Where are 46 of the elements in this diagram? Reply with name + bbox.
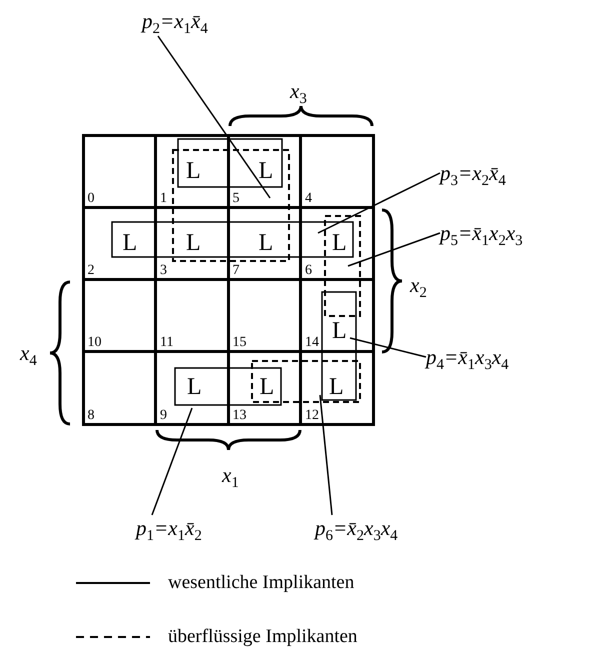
cell-value: L — [329, 375, 344, 400]
implicant-label: p$_{2}$=x$_{1}$x̄$_{4}$ — [142, 8, 208, 42]
cell-index: 11 — [160, 335, 174, 350]
cell-index: 3 — [160, 263, 167, 278]
cell-index: 2 — [88, 263, 94, 278]
cell-value: L — [260, 375, 274, 400]
variable-label: x$_{3}$ — [290, 78, 307, 110]
legend-text: überflüssige Implikanten — [168, 626, 358, 648]
cell-index: 15 — [232, 335, 246, 350]
cell-value: L — [332, 230, 347, 255]
variable-label: x$_{2}$ — [410, 272, 427, 304]
map-cell — [299, 134, 374, 209]
cell-value: L — [122, 230, 138, 255]
cell-index: 7 — [232, 263, 240, 278]
variable-label: x$_{1}$ — [222, 462, 239, 494]
cell-index: 5 — [232, 190, 240, 206]
implicant-label: p$_{3}$=x$_{2}$x̄$_{4}$ — [440, 160, 506, 194]
implicant-label: p$_{5}$=x̄$_{1}$x$_{2}$x$_{3}$ — [440, 220, 523, 254]
cell-index: 8 — [88, 408, 94, 422]
cell-index: 12 — [305, 408, 319, 422]
leader-line — [151, 408, 193, 516]
cell-index: 4 — [305, 190, 312, 206]
leader-line — [350, 337, 426, 358]
map-cell — [299, 350, 374, 426]
cell-value: L — [258, 158, 274, 182]
map-cell — [82, 350, 157, 426]
variable-label: x$_{4}$ — [20, 340, 37, 372]
leader-line — [348, 232, 440, 267]
cell-value: L — [258, 230, 274, 255]
leader-line — [319, 394, 333, 516]
cell-value: L — [187, 375, 202, 400]
cell-index: 1 — [160, 190, 167, 206]
cell-value: L — [186, 158, 201, 182]
implicant-label: p$_{6}$=x̄$_{2}$x$_{3}$x$_{4}$ — [315, 515, 398, 550]
legend-text: wesentliche Implikanten — [168, 572, 354, 594]
cell-index: 14 — [305, 335, 319, 350]
implicant-label: p$_{1}$=x$_{1}$x̄$_{2}$ — [136, 515, 202, 550]
cell-index: 0 — [88, 190, 94, 206]
cell-index: 9 — [160, 408, 167, 422]
cell-value: L — [186, 230, 201, 255]
implicant-label: p$_{4}$=x̄$_{1}$x$_{3}$x$_{4}$ — [426, 344, 509, 378]
cell-value: L — [332, 319, 347, 343]
cell-index: 6 — [305, 263, 312, 278]
cell-index: 10 — [88, 335, 102, 350]
cell-index: 13 — [232, 408, 246, 422]
map-cell — [82, 134, 157, 209]
